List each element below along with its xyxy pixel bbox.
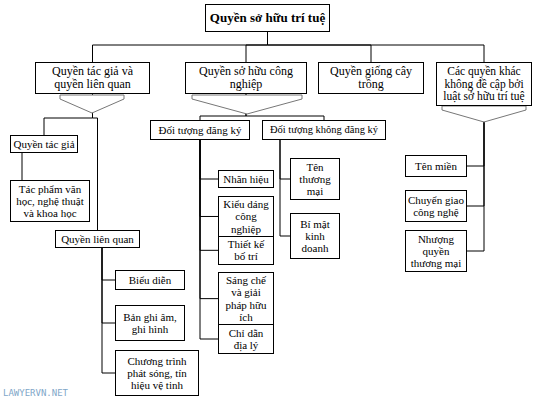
leaf-box: Sáng chế và giải pháp hữu ích (218, 272, 274, 325)
tree-connector (200, 140, 218, 179)
tree-connector (200, 140, 218, 339)
tree-connector (102, 248, 115, 280)
node-text: Các quyền khác không đề cập bởi luật sở … (439, 65, 529, 104)
node-text: Tác phẩm văn học, nghệ thuật và khoa học (13, 183, 87, 220)
node-text: Sáng chế và giải pháp hữu ích (221, 274, 271, 323)
leaf-box: Tác phẩm văn học, nghệ thuật và khoa học (10, 180, 90, 222)
node-text: Nhãn hiệu (223, 173, 269, 185)
block-arrow (442, 106, 526, 122)
node-text: Quyền giống cây trồng (321, 65, 421, 92)
node-text: Kiểu dáng công nghiệp (221, 198, 271, 235)
node-text: Biểu diễn (129, 274, 171, 286)
node-text: Thiết kế bố trí (221, 238, 271, 263)
block-arrow (60, 95, 124, 113)
tree-connector (22, 153, 23, 180)
node-text: Bản ghi âm, ghi hình (118, 311, 182, 336)
leaf-box: Nhãn hiệu (218, 170, 274, 188)
node-text: Quyền sở hữu trí tuệ (210, 11, 325, 26)
tree-connector (268, 32, 485, 62)
leaf-box: Bản ghi âm, ghi hình (115, 305, 185, 341)
node-text: Quyền sở hữu công nghiệp (188, 65, 304, 92)
group-box: Đối tượng không đăng ký (262, 120, 386, 140)
node-text: Quyền tác giả (13, 138, 74, 150)
tree-connector (102, 248, 115, 323)
category-box: Quyền giống cây trồng (318, 62, 424, 94)
block-arrow (192, 95, 302, 114)
category-box: Quyền sở hữu công nghiệp (185, 62, 307, 94)
leaf-box: Biểu diễn (115, 270, 185, 290)
leaf-box: Thiết kế bố trí (218, 236, 274, 265)
tree-connector (280, 140, 290, 179)
node-text: Tên miền (415, 160, 457, 172)
watermark: LAWYERVN.NET (3, 388, 68, 398)
node-text: Đối tượng đăng ký (159, 124, 242, 136)
leaf-box: Chỉ dẫn địa lý (218, 324, 274, 354)
leaf-box: Tên miền (405, 155, 467, 177)
subcategory-box: Quyền liên quan (55, 230, 140, 248)
leaf-box: Chuyển giao công nghệ (405, 190, 467, 222)
tree-connector (268, 32, 372, 62)
leaf-box: Nhượng quyền thương mại (405, 230, 467, 272)
root-box: Quyền sở hữu trí tuệ (205, 4, 330, 32)
node-text: Nhượng quyền thương mại (408, 233, 464, 270)
node-text: Quyền liên quan (61, 233, 134, 245)
node-text: Chuyển giao công nghệ (408, 194, 464, 219)
node-text: Chỉ dẫn địa lý (221, 327, 271, 352)
subcategory-box: Quyền tác giả (10, 135, 78, 153)
tree-connector (93, 94, 98, 230)
node-text: Tên thương mại (293, 161, 337, 198)
tree-connector (200, 140, 218, 299)
tree-connector (246, 32, 268, 62)
tree-connector (102, 248, 115, 373)
group-box: Đối tượng đăng ký (150, 120, 250, 140)
leaf-box: Kiểu dáng công nghiệp (218, 196, 274, 237)
category-box: Quyền tác giả và quyền liên quan (35, 62, 150, 94)
node-text: Bí mật kinh doanh (293, 218, 337, 255)
tree-connector (200, 140, 218, 216)
node-text: Quyền tác giả và quyền liên quan (38, 65, 147, 92)
node-text: Đối tượng không đăng ký (270, 124, 378, 136)
tree-connector (200, 140, 218, 250)
node-text: Chương trình phát sóng, tín hiệu vệ tinh (118, 355, 196, 392)
tree-connector (93, 32, 268, 62)
tree-connector (467, 106, 484, 251)
category-box: Các quyền khác không đề cập bởi luật sở … (436, 62, 532, 106)
leaf-box: Chương trình phát sóng, tín hiệu vệ tinh (115, 350, 199, 396)
leaf-box: Bí mật kinh doanh (290, 213, 340, 259)
tree-connector (280, 140, 290, 236)
leaf-box: Tên thương mại (290, 158, 340, 200)
